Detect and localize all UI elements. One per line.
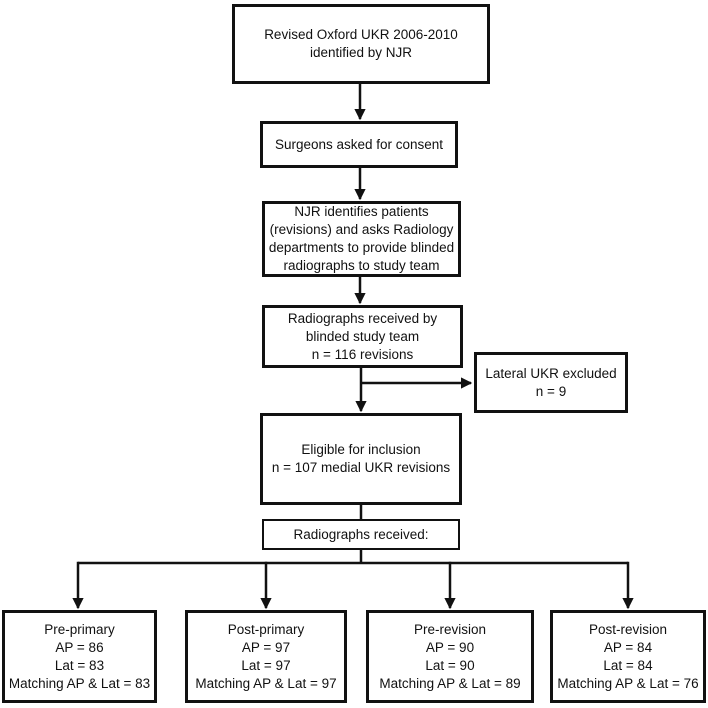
box-text-line: departments to provide blinded xyxy=(268,240,455,255)
box-pre-primary: Pre-primary AP = 86 Lat = 83 Matching AP… xyxy=(2,610,157,703)
box-text-line: Eligible for inclusion xyxy=(301,442,421,457)
box-post-revision: Post-revision AP = 84 Lat = 84 Matching … xyxy=(550,610,706,703)
box-radiographs-received-header: Radiographs received: xyxy=(262,519,460,550)
box-text-line: Surgeons asked for consent xyxy=(274,136,444,152)
box-text-line: Lat = 97 xyxy=(241,657,291,673)
box-text-line: Matching AP & Lat = 89 xyxy=(379,675,521,691)
box-text-line: Lateral UKR excluded xyxy=(485,365,617,381)
box-text-line: Lat = 90 xyxy=(425,657,475,673)
box-text-line: Post-primary xyxy=(227,621,305,637)
box-text-line: Radiographs received: xyxy=(293,526,429,542)
box-text-line: Revised Oxford UKR 2006-2010 xyxy=(264,27,458,42)
box-text-line: AP = 86 xyxy=(55,639,104,655)
box-text-line: AP = 90 xyxy=(425,639,475,655)
box-source-population: Revised Oxford UKR 2006-2010 identified … xyxy=(232,4,490,84)
box-text-line: blinded study team xyxy=(305,328,420,344)
box-text-line: Matching AP & Lat = 76 xyxy=(557,675,699,691)
box-text-line: identified by NJR xyxy=(309,45,413,60)
box-text-line: Lat = 83 xyxy=(54,657,105,673)
box-text-line: n = 116 revisions xyxy=(311,346,414,362)
box-text-line: Matching AP & Lat = 83 xyxy=(8,675,151,691)
box-njr-radiology-request: NJR identifies patients (revisions) and … xyxy=(262,201,461,277)
box-post-primary: Post-primary AP = 97 Lat = 97 Matching A… xyxy=(185,610,347,703)
box-lateral-ukr-excluded: Lateral UKR excluded n = 9 xyxy=(474,352,628,413)
box-text-line: Matching AP & Lat = 97 xyxy=(195,675,337,691)
box-text-line: Post-revision xyxy=(588,621,668,637)
box-pre-revision: Pre-revision AP = 90 Lat = 90 Matching A… xyxy=(366,610,534,703)
box-text-line: Pre-primary xyxy=(44,621,115,637)
box-text-line: AP = 97 xyxy=(241,639,291,655)
box-eligible-for-inclusion: Eligible for inclusion n = 107 medial UK… xyxy=(260,413,462,505)
box-text-line: AP = 84 xyxy=(603,639,653,655)
box-text-line: Lat = 84 xyxy=(603,657,653,673)
box-surgeon-consent: Surgeons asked for consent xyxy=(260,121,458,168)
box-radiographs-received-n116: Radiographs received by blinded study te… xyxy=(262,305,463,368)
box-text-line: Radiographs received by xyxy=(287,310,438,326)
box-text-line: n = 107 medial UKR revisions xyxy=(271,460,451,475)
box-text-line: (revisions) and asks Radiology xyxy=(269,222,454,237)
box-text-line: radiographs to study team xyxy=(283,258,440,273)
box-text-line: n = 9 xyxy=(535,383,567,399)
box-text-line: NJR identifies patients xyxy=(294,204,429,219)
box-text-line: Pre-revision xyxy=(413,621,487,637)
